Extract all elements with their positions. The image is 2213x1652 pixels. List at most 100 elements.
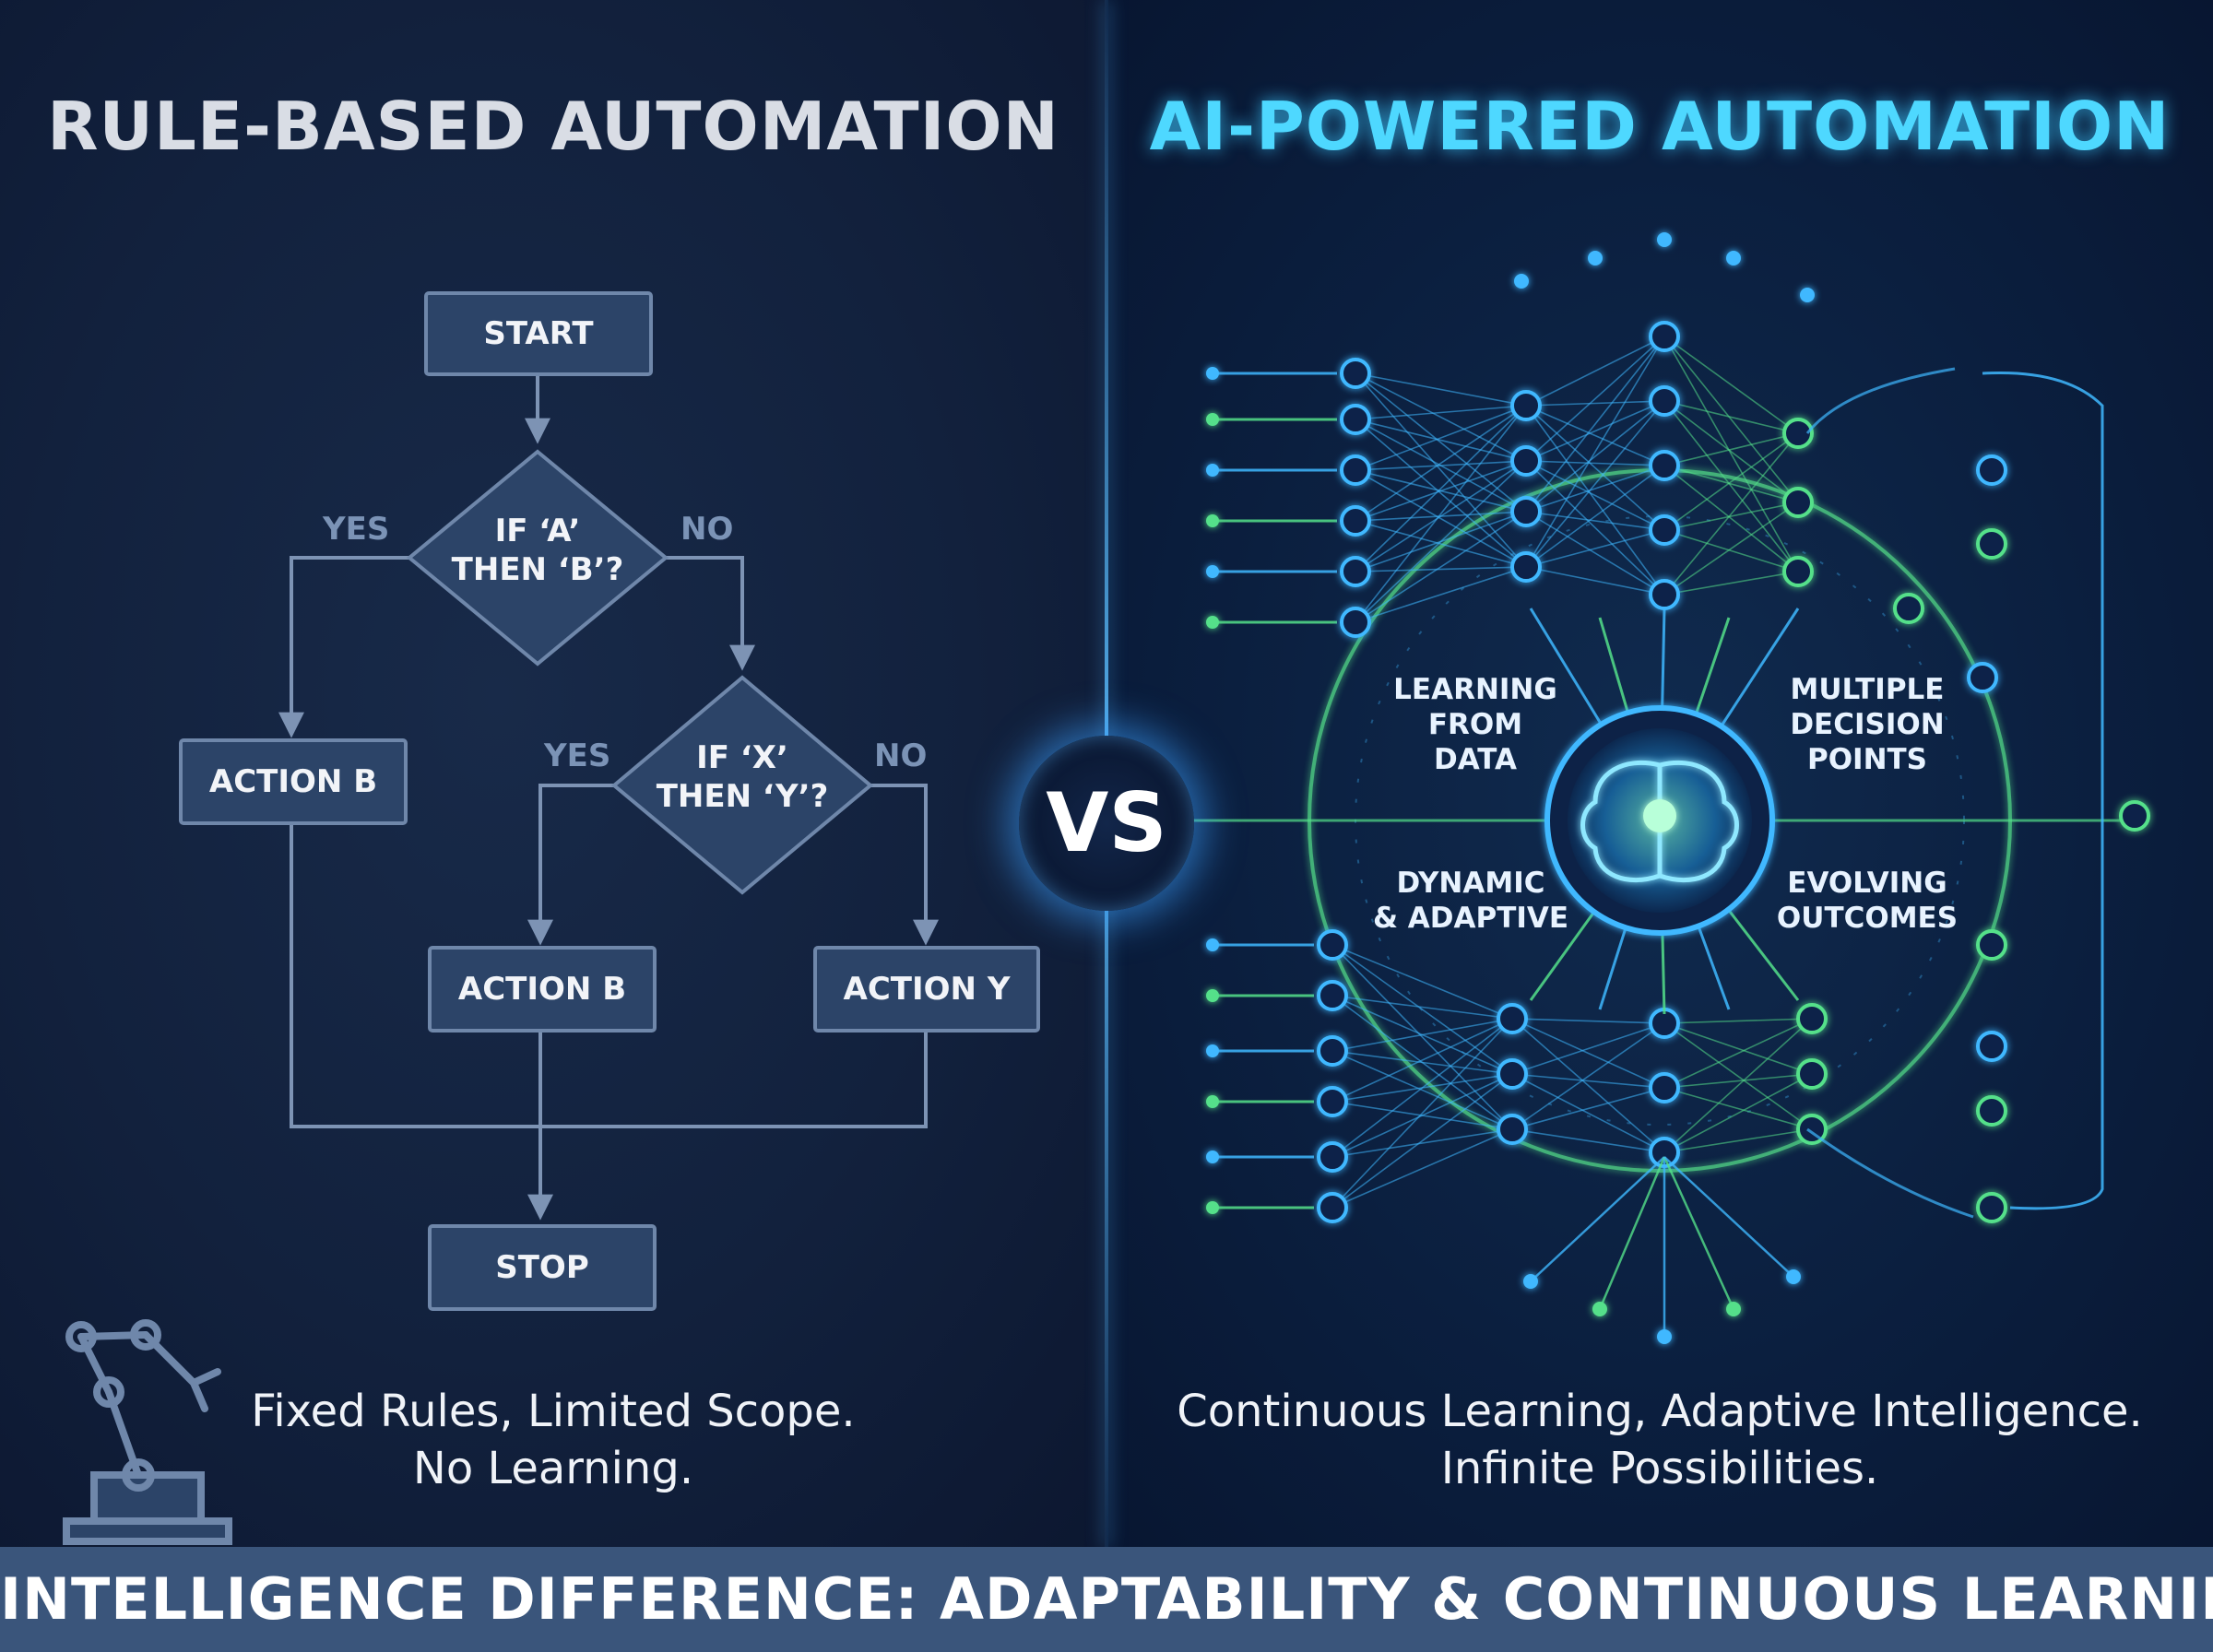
multiple-line-2: DECISION [1790, 708, 1945, 741]
connection-line [1663, 571, 1799, 596]
connection-line [1663, 1018, 1813, 1024]
connection-line [1511, 1087, 1665, 1130]
footer-banner: INTELLIGENCE DIFFERENCE: ADAPTABILITY & … [0, 1547, 2213, 1652]
decision-1-yes-label: YES [323, 511, 390, 548]
rule-based-caption: Fixed Rules, Limited Scope. No Learning. [244, 1383, 862, 1497]
connection-line [1663, 1087, 1813, 1130]
decision-1-line-2: THEN ‘B’? [451, 551, 624, 588]
connection-line [1525, 400, 1665, 513]
connection-line [1331, 1128, 1513, 1158]
network-node [1340, 404, 1371, 435]
connection-line [1331, 1128, 1513, 1209]
signal-dot [1800, 288, 1815, 302]
connection-line [1525, 465, 1665, 568]
output-node [1967, 662, 1998, 693]
multiple-line-3: POINTS [1806, 743, 1928, 776]
decision-2-line-2: THEN ‘Y’? [656, 778, 829, 815]
connection-line [1663, 400, 1799, 572]
connection-line [1355, 372, 1527, 568]
connection-line [1525, 336, 1665, 568]
connection-line [1511, 1022, 1665, 1075]
connection-line [1663, 400, 1799, 503]
network-node [1317, 980, 1348, 1011]
evolving-line-1: EVOLVING [1787, 867, 1947, 900]
output-dot [1523, 1274, 1538, 1289]
network-node [1317, 1141, 1348, 1173]
decision-1-no-label: NO [680, 511, 734, 548]
input-dot [1206, 616, 1219, 629]
output-node [1976, 1192, 2007, 1223]
connection-line [1663, 432, 1799, 531]
network-node [1317, 1035, 1348, 1067]
action-b-node-2: ACTION B [457, 971, 627, 1008]
learning-line-2: FROM [1427, 708, 1523, 741]
brain-core-light [1643, 799, 1676, 832]
connection-line [1525, 511, 1665, 596]
connection-line [1511, 1018, 1665, 1089]
learning-line-1: LEARNING [1393, 673, 1557, 706]
evolving-line-2: OUTCOMES [1776, 902, 1959, 935]
input-dot [1206, 1095, 1219, 1108]
connection-line [1355, 372, 1527, 462]
network-node [1649, 514, 1680, 546]
action-b-node-1: ACTION B [208, 763, 378, 800]
output-node [1976, 454, 2007, 486]
connection-line [1355, 405, 1527, 420]
connection-line [1663, 529, 1799, 572]
input-dot [1206, 413, 1219, 426]
connection-line [1331, 1073, 1513, 1209]
connection-line [1663, 1073, 1813, 1153]
network-node [1317, 1086, 1348, 1117]
connection-line [1525, 336, 1665, 513]
connection-line [1663, 465, 1799, 503]
connection-line [1663, 1018, 1813, 1153]
connection-line [1663, 1073, 1813, 1089]
output-branch [1598, 1156, 1666, 1310]
connection-line [1525, 336, 1665, 462]
input-dot [1206, 1044, 1219, 1057]
connection-line [1663, 502, 1799, 531]
network-node [1649, 1072, 1680, 1103]
connection-line [1511, 1018, 1665, 1153]
input-dot [1206, 565, 1219, 578]
connection-line [1663, 1128, 1813, 1153]
connection-line [1331, 1073, 1513, 1158]
output-node [1976, 929, 2007, 961]
decision-1-line-1: IF ‘A’ [494, 513, 581, 549]
connection-line [1525, 460, 1665, 531]
connection-line [1331, 944, 1513, 1130]
output-dot [1786, 1269, 1801, 1284]
start-node: START [483, 315, 594, 352]
connection-line [1663, 1018, 1813, 1089]
flowchart-graphic [63, 291, 1040, 1545]
connection-line [1663, 465, 1799, 572]
connection-line [1331, 1050, 1513, 1075]
connection-line [1525, 400, 1665, 462]
connection-line [1355, 405, 1527, 471]
connection-line [1355, 511, 1527, 623]
connection-line [1525, 465, 1665, 513]
connection-line [1331, 995, 1513, 1020]
rule-based-caption-line-2: No Learning. [412, 1443, 694, 1494]
output-branch [1530, 1156, 1665, 1282]
input-dot [1206, 1201, 1219, 1214]
dynamic-line-2: & ADAPTIVE [1372, 902, 1569, 935]
output-node [2119, 800, 2150, 832]
ai-powered-heading: AI-POWERED AUTOMATION [1149, 88, 2171, 165]
signal-dot [1726, 251, 1741, 266]
connection-line [1355, 405, 1527, 623]
network-node [1317, 1192, 1348, 1223]
connection-line [1331, 944, 1513, 1075]
network-node [1510, 496, 1542, 527]
connection-line [1331, 1018, 1513, 1052]
network-node [1649, 321, 1680, 352]
network-node [1340, 505, 1371, 537]
network-node [1340, 358, 1371, 389]
connection-line [1511, 1022, 1665, 1130]
ai-powered-caption: Continuous Learning, Adaptive Intelligen… [1125, 1383, 2195, 1497]
ai-powered-caption-line-2: Infinite Possibilities. [1440, 1443, 1879, 1494]
output-node [1893, 593, 1924, 624]
connection-line [1355, 372, 1527, 407]
connection-line [1331, 1018, 1513, 1209]
connection-line [1663, 336, 1799, 503]
